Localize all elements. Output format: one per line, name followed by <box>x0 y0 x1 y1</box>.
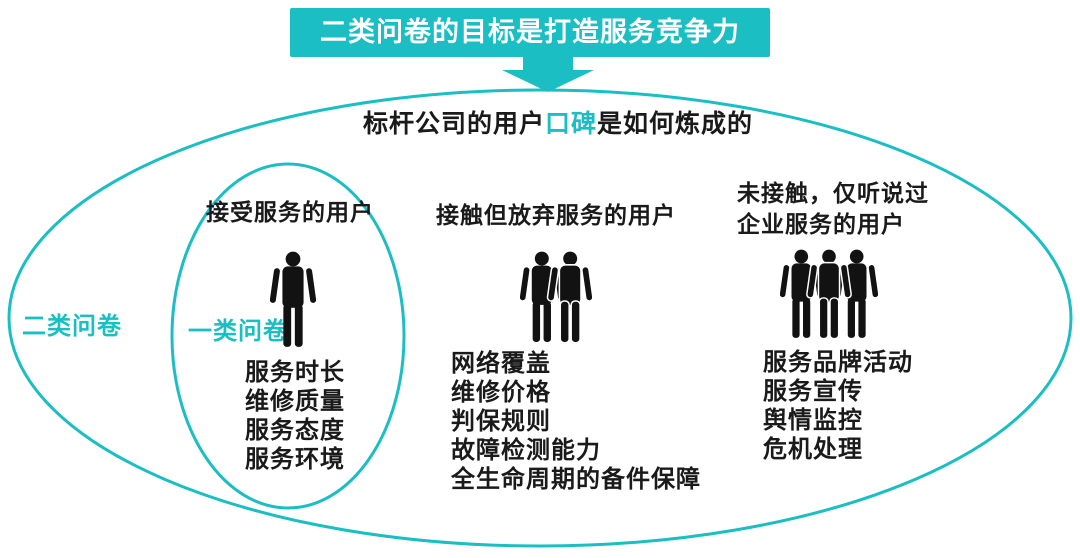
list-item: 故障检测能力 <box>451 437 601 464</box>
two-users-icon <box>520 251 592 343</box>
ellipse-title: 标杆公司的用户口碑是如何炼成的 <box>333 104 783 140</box>
list-item: 危机处理 <box>763 436 863 463</box>
one-user-icon <box>270 251 316 347</box>
outer-ellipse-label: 二类问卷 <box>22 313 122 340</box>
list-item: 服务品牌活动 <box>763 349 913 376</box>
list-item: 维修价格 <box>451 379 551 406</box>
list-item: 判保规则 <box>451 408 551 435</box>
ellipse-title-prefix: 标杆公司的用户 <box>362 110 545 138</box>
three-users-icon <box>780 249 878 339</box>
group3-list: 服务品牌活动 服务宣传 舆情监控 危机处理 <box>763 348 913 464</box>
list-item: 服务宣传 <box>763 378 863 405</box>
list-item: 网络覆盖 <box>451 350 551 377</box>
group2-heading: 接触但放弃服务的用户 <box>436 202 676 228</box>
outer-ellipse <box>7 88 1073 548</box>
ellipse-title-highlight: 口碑 <box>544 110 597 138</box>
down-arrow-icon <box>502 57 594 92</box>
banner: 二类问卷的目标是打造服务竞争力 <box>290 8 770 57</box>
ellipse-title-suffix: 是如何炼成的 <box>597 110 754 138</box>
group1-heading: 接受服务的用户 <box>206 199 374 225</box>
banner-label: 二类问卷的目标是打造服务竞争力 <box>320 17 740 47</box>
group3-heading: 未接触，仅听说过 企业服务的用户 <box>737 180 929 237</box>
list-item: 服务时长 <box>245 359 345 386</box>
list-item: 维修质量 <box>245 388 345 415</box>
list-item: 全生命周期的备件保障 <box>451 466 701 493</box>
list-item: 舆情监控 <box>763 407 863 434</box>
inner-ellipse <box>170 162 406 510</box>
inner-ellipse-label: 一类问卷 <box>188 318 288 345</box>
list-item: 服务态度 <box>245 417 345 444</box>
group1-list: 服务时长 维修质量 服务态度 服务环境 <box>245 358 345 474</box>
group2-list: 网络覆盖 维修价格 判保规则 故障检测能力 全生命周期的备件保障 <box>451 349 701 494</box>
list-item: 服务环境 <box>245 446 345 473</box>
